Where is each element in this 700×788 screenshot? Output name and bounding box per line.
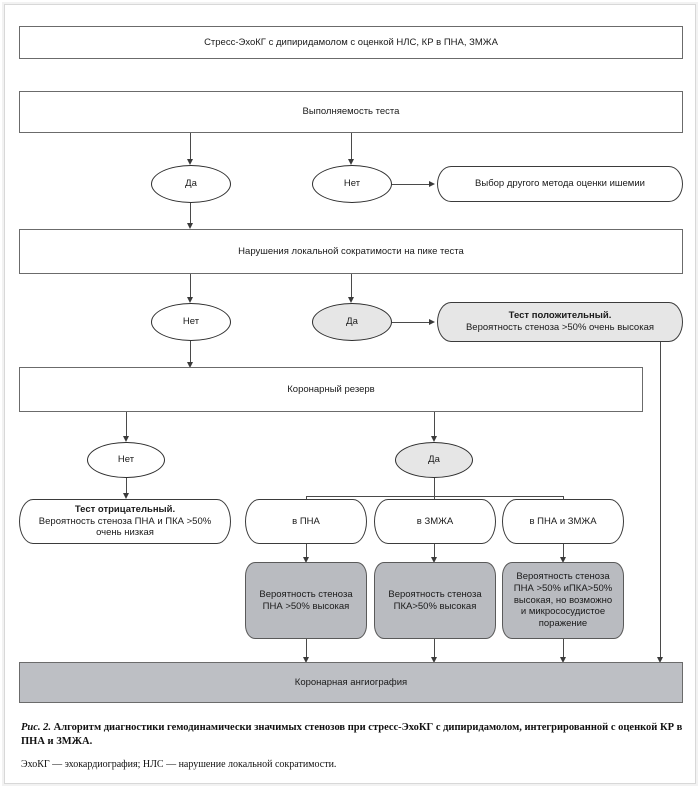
arrowhead-resultboth-to-angiography (560, 657, 566, 663)
connector-cryes-stem (434, 478, 435, 496)
caption-main-text: Алгоритм диагностики гемодинамически зна… (21, 722, 683, 748)
connector-wallmotionno-to-cr (190, 341, 191, 365)
ellipse-wallmotion-yes-label: Да (346, 316, 358, 328)
node-result-both-line-4: и микрососудистое (520, 606, 606, 618)
ellipse-feasibility-no-label: Нет (343, 178, 361, 190)
connector-crno-to-negative (126, 478, 127, 496)
node-feasibility: Выполняемость теста (19, 91, 683, 133)
arrowhead-yes-to-positive (429, 319, 435, 325)
connector-cr-yes (434, 412, 435, 438)
arrowhead-pda-to-result (431, 557, 437, 563)
node-coronary-reserve: Коронарный резерв (19, 367, 643, 412)
node-result-lad-line-2: ПНА >50% высокая (262, 600, 350, 612)
ellipse-feasibility-no: Нет (312, 165, 392, 203)
ellipse-cr-yes: Да (395, 442, 473, 478)
node-result-pda-line-1: Вероятность стеноза (388, 588, 482, 600)
ellipse-wallmotion-no: Нет (151, 303, 231, 341)
connector-no-to-alt (392, 184, 432, 185)
node-branch-both-label: в ПНА и ЗМЖА (529, 515, 597, 527)
arrowhead-positive-to-angiography (657, 657, 663, 663)
arrowhead-wallmotion-no (187, 297, 193, 303)
node-wall-motion-label: Нарушения локальной сократимости на пике… (238, 245, 464, 257)
node-feasibility-label: Выполняемость теста (302, 106, 400, 118)
ellipse-wallmotion-yes: Да (312, 303, 392, 341)
ellipse-cr-no-label: Нет (117, 454, 135, 466)
arrowhead-no-to-alt (429, 181, 435, 187)
connector-yes-to-wallmotion (190, 203, 191, 226)
arrowhead-feasibility-yes (187, 159, 193, 165)
connector-both-to-result (563, 544, 564, 560)
node-branch-pda: в ЗМЖА (374, 499, 496, 544)
ellipse-feasibility-yes: Да (151, 165, 231, 203)
connector-lad-to-result (306, 544, 307, 560)
node-start-label: Стресс-ЭхоКГ с дипиридамолом с оценкой Н… (204, 36, 498, 48)
arrowhead-resultpda-to-angiography (431, 657, 437, 663)
arrowhead-wallmotionno-to-cr (187, 362, 193, 368)
node-angiography-label: Коронарная ангиография (294, 676, 408, 688)
node-result-lad-line-1: Вероятность стеноза (259, 588, 353, 600)
connector-wallmotion-no (190, 274, 191, 299)
node-alt-method: Выбор другого метода оценки ишемии (437, 166, 683, 202)
caption-footnote: ЭхоКГ — эхокардиография; НЛС — нарушение… (21, 759, 337, 771)
node-coronary-reserve-label: Коронарный резерв (287, 383, 375, 395)
node-result-both-line-3: высокая, но возможно (513, 594, 613, 606)
ellipse-feasibility-yes-label: Да (185, 178, 197, 190)
connector-feasibility-no (351, 133, 352, 161)
node-result-both-line-2: ПНА >50% иПКА>50% (513, 582, 613, 594)
ellipse-cr-yes-label: Да (428, 454, 440, 466)
arrowhead-wallmotion-yes (348, 297, 354, 303)
node-test-positive-title: Тест положительный. (508, 310, 612, 322)
figure-caption: Рис. 2. Алгоритм диагностики гемодинамич… (21, 721, 689, 771)
connector-resultlad-to-angiography (306, 639, 307, 660)
connector-resultpda-to-angiography (434, 639, 435, 660)
node-angiography: Коронарная ангиография (19, 662, 683, 703)
connector-yes-to-positive (392, 322, 432, 323)
arrowhead-cr-no (123, 436, 129, 442)
connector-cr-no (126, 412, 127, 438)
ellipse-cr-no: Нет (87, 442, 165, 478)
arrowhead-both-to-result (560, 557, 566, 563)
node-branch-lad-label: в ПНА (292, 515, 320, 527)
node-branch-both: в ПНА и ЗМЖА (502, 499, 624, 544)
arrowhead-feasibility-no (348, 159, 354, 165)
node-result-pda: Вероятность стеноза ПКА>50% высокая (374, 562, 496, 639)
node-result-lad: Вероятность стеноза ПНА >50% высокая (245, 562, 367, 639)
connector-resultboth-to-angiography (563, 639, 564, 660)
connector-wallmotion-yes (351, 274, 352, 299)
node-wall-motion: Нарушения локальной сократимости на пике… (19, 229, 683, 274)
node-test-positive: Тест положительный. Вероятность стеноза … (437, 302, 683, 342)
node-test-negative: Тест отрицательный. Вероятность стеноза … (19, 499, 231, 544)
arrowhead-yes-to-wallmotion (187, 223, 193, 229)
connector-pda-to-result (434, 544, 435, 560)
node-result-both: Вероятность стеноза ПНА >50% иПКА>50% вы… (502, 562, 624, 639)
connector-positive-to-angiography (660, 342, 661, 660)
node-alt-method-label: Выбор другого метода оценки ишемии (475, 178, 645, 190)
connector-feasibility-yes (190, 133, 191, 161)
node-branch-pda-label: в ЗМЖА (416, 515, 454, 527)
arrowhead-cr-yes (431, 436, 437, 442)
caption-figure-number: Рис. 2. (21, 722, 52, 733)
caption-main: Рис. 2. Алгоритм диагностики гемодинамич… (21, 721, 689, 749)
node-result-both-line-5: поражение (538, 618, 588, 630)
arrowhead-resultlad-to-angiography (303, 657, 309, 663)
node-result-both-line-1: Вероятность стеноза (516, 570, 610, 582)
ellipse-wallmotion-no-label: Нет (182, 316, 200, 328)
node-start: Стресс-ЭхоКГ с дипиридамолом с оценкой Н… (19, 26, 683, 59)
arrowhead-lad-to-result (303, 557, 309, 563)
node-branch-lad: в ПНА (245, 499, 367, 544)
node-test-negative-title: Тест отрицательный. (74, 503, 176, 515)
node-test-negative-body-2: очень низкая (96, 527, 154, 539)
arrowhead-crno-to-negative (123, 493, 129, 499)
node-test-negative-body-1: Вероятность стеноза ПНА и ПКА >50% (38, 515, 212, 527)
node-result-pda-line-2: ПКА>50% высокая (393, 600, 477, 612)
node-test-positive-body: Вероятность стеноза >50% очень высокая (465, 322, 655, 333)
